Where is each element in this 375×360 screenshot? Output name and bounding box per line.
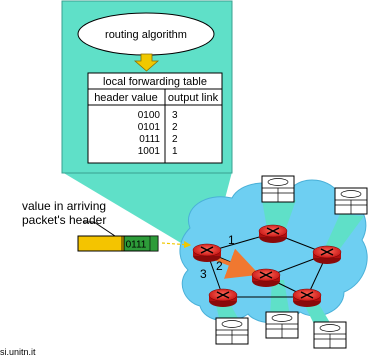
source-credit: si.unitn.it	[0, 347, 36, 357]
table-cell-link: 1	[172, 146, 178, 157]
table-cell-header: 1001	[138, 146, 161, 157]
annotation-line-2: packet's header	[22, 213, 106, 227]
forwarding-flow-arrow	[213, 248, 260, 279]
router-icon	[192, 243, 222, 262]
packet-header-value: 0111	[126, 240, 147, 251]
table-cell-header: 0101	[138, 122, 161, 133]
arriving-packet: 0111	[77, 235, 159, 252]
host-table-icon	[261, 175, 295, 203]
link-label-3: 3	[200, 267, 207, 281]
link-label-2: 2	[216, 259, 223, 273]
table-cell-link: 2	[172, 134, 178, 145]
column-output-link: output link	[168, 92, 219, 104]
routing-algorithm-label: routing algorithm	[105, 29, 187, 41]
router-icon	[258, 224, 288, 243]
link-label-1: 1	[228, 233, 235, 247]
table-cell-header: 0111	[139, 134, 160, 145]
host-table-icon	[215, 317, 249, 345]
host-table-icon	[265, 311, 299, 339]
router-icon	[208, 288, 238, 307]
table-cell-header: 0100	[138, 110, 161, 121]
router-icon	[292, 288, 322, 307]
host-beam	[322, 214, 364, 254]
column-header-value: header value	[94, 92, 158, 104]
host-table-icon	[334, 187, 368, 215]
annotation-line-1: value in arriving	[22, 199, 106, 213]
host-table-icon	[313, 321, 347, 349]
table-cell-link: 3	[172, 110, 178, 121]
host-beam	[270, 280, 290, 316]
table-cell-link: 2	[172, 122, 178, 133]
router-icon	[251, 268, 281, 287]
down-arrow-icon	[133, 53, 160, 72]
router-icon	[312, 245, 342, 264]
table-title: local forwarding table	[103, 76, 207, 88]
forwarding-table: local forwarding table header value outp…	[87, 72, 223, 164]
